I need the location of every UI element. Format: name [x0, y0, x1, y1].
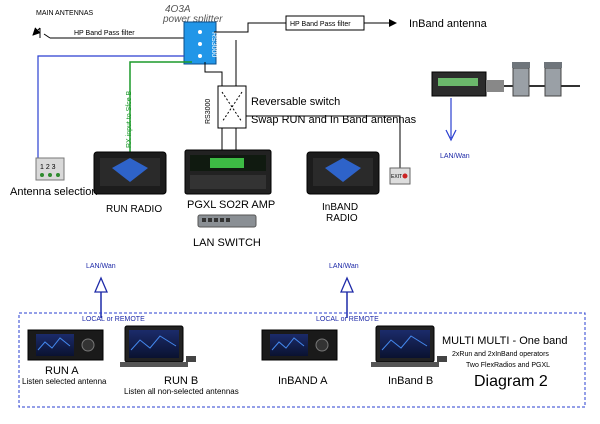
blue-antenna-cable: [37, 55, 184, 158]
lan-wan-mid-label: LAN/Wan: [329, 263, 359, 270]
switch-rs3000-label: RS3000: [205, 99, 212, 124]
local-remote-right-label: LOCAL or REMOTE: [316, 316, 379, 323]
main-antennas-label: MAIN ANTENNAS: [36, 10, 94, 17]
reversable-label: Reversable switch: [251, 96, 340, 108]
power-splitter: 4O3A power splitter RS3000: [162, 4, 223, 65]
run-b-sub-label: Listen all non-selected antennas: [124, 387, 239, 396]
inband-radio: InBAND RADIO: [306, 151, 380, 224]
pgxl-amp: PGXL SO2R AMP: [184, 149, 275, 211]
lan-switch: LAN SWITCH: [193, 214, 261, 249]
lan-wan-top-label: LAN/Wan: [440, 153, 470, 160]
inband-b-station: InBand B: [371, 325, 447, 387]
multi-title: MULTI MULTI - One band: [442, 335, 568, 347]
inband-antenna-group: HP Band Pass filter InBand antenna: [214, 15, 488, 33]
antenna-selector: 1 2 3 Antenna selection: [10, 157, 97, 198]
run-radio: RUN RADIO: [93, 151, 167, 215]
run-a-label: RUN A: [45, 365, 79, 377]
run-a-station: RUN A Listen selected antenna: [22, 329, 107, 386]
pgxl-amp-label: PGXL SO2R AMP: [187, 199, 275, 211]
run-a-sub-label: Listen selected antenna: [22, 377, 107, 386]
main-antennas-group: MAIN ANTENNAS HP Band Pass filter: [32, 10, 185, 39]
inband-antenna-label: InBand antenna: [409, 18, 488, 30]
local-remote-left-label: LOCAL or REMOTE: [82, 316, 145, 323]
operators-box: [18, 312, 586, 408]
run-radio-label: RUN RADIO: [106, 204, 162, 215]
remote-station: LAN/Wan: [431, 62, 580, 160]
rx-input-label: RX input to Sfce B: [126, 90, 133, 148]
run-b-label: RUN B: [164, 375, 198, 387]
operators-label: 2xRun and 2xInBand operators: [452, 351, 549, 358]
hp-filter-left-label: HP Band Pass filter: [74, 30, 135, 37]
lan-switch-label: LAN SWITCH: [193, 237, 261, 249]
inband-a-label: InBAND A: [278, 375, 328, 387]
run-b-station: RUN B Listen all non-selected antennas: [120, 325, 239, 396]
reversable-switch: RS3000 Reversable switch Swap RUN and In…: [205, 85, 417, 129]
lan-wan-left-label: LAN/Wan: [86, 263, 116, 270]
swap-label: Swap RUN and In Band antennas: [251, 114, 417, 126]
inband-radio-label-1: InBAND: [322, 202, 358, 213]
antenna-selection-label: Antenna selection: [10, 186, 97, 198]
splitter-rs3000-label: RS3000: [210, 32, 217, 57]
hp-filter-right-label: HP Band Pass filter: [290, 21, 351, 28]
lan-wan-mid: LAN/Wan: [329, 263, 359, 318]
splitter-model-label: 4O3A: [165, 4, 191, 15]
flexradios-label: Two FlexRadios and PGXL: [466, 362, 550, 369]
diagram-title: Diagram 2: [474, 373, 548, 390]
swap-box-label: EXIT: [391, 174, 402, 180]
swap-control-box: EXIT: [389, 167, 411, 185]
inband-b-label: InBand B: [388, 375, 433, 387]
inband-a-station: InBAND A: [261, 329, 338, 387]
inband-radio-label-2: RADIO: [326, 213, 358, 224]
green-rx-cable: [129, 61, 192, 155]
lan-wan-left: LAN/Wan: [86, 263, 116, 318]
selector-digits: 1 2 3: [40, 164, 56, 171]
splitter-name-label: power splitter: [162, 14, 223, 25]
